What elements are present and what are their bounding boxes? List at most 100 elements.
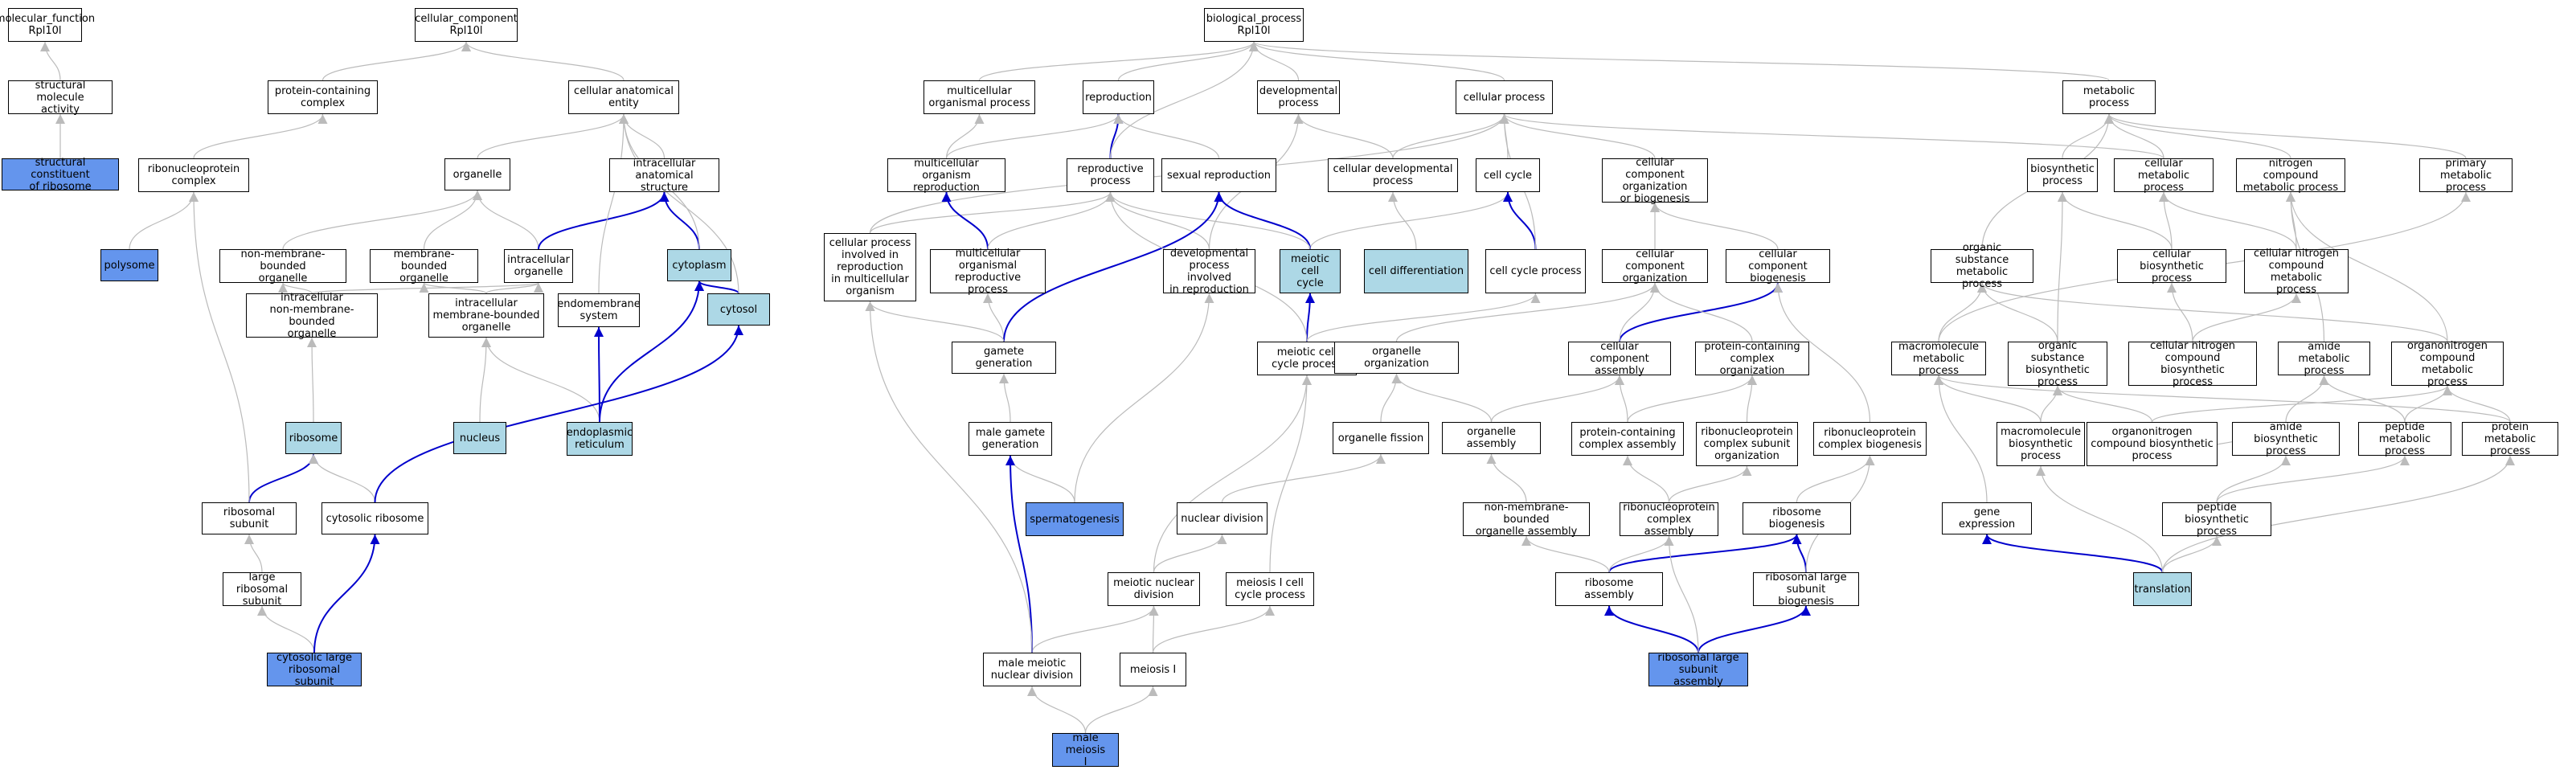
edge-rnpca-to-rnpcso (1668, 465, 1752, 503)
edge-rlsa-to-ribasm (1604, 605, 1699, 653)
go-node-cncmp: cellular nitrogen compound metabolic pro… (2244, 248, 2349, 296)
go-node-mm1: male meiosis I (1052, 732, 1119, 768)
edge-spermato-to-mgg (1005, 455, 1075, 503)
go-node-mmnd: male meiotic nuclear division (983, 653, 1081, 686)
go-node-ribosome: ribosome (285, 422, 342, 454)
edge-celldev-to-cellproc (1392, 113, 1509, 159)
go-node-intorg: intracellular organelle (504, 249, 573, 283)
go-node-sexrep: sexual reproduction (1161, 158, 1276, 192)
edge-imbo-to-mbo (419, 282, 487, 294)
go-node-devproc: developmental process (1257, 80, 1340, 114)
go-node-celldev: cellular developmental process (1328, 158, 1458, 192)
go-node-cellmet: cellular metabolic process (2114, 158, 2214, 194)
go-node-protmp: protein metabolic process (2462, 421, 2558, 457)
edge-orgfis-to-orgorg (1380, 373, 1402, 423)
edge-oncmp-to-ncmp (2286, 191, 2448, 342)
edge-lrs-to-ribsub (244, 534, 263, 573)
go-node-cellproc: cellular process (1456, 80, 1553, 114)
go-node-nmboa: non-membrane-bounded organelle assembly (1463, 502, 1590, 538)
go-node-repro: reproduction (1083, 80, 1154, 114)
edge-gamgen-to-sexrep (1003, 191, 1224, 342)
edge-spermato-to-dpir (1074, 293, 1214, 503)
go-node-endomem: endomembrane system (557, 293, 641, 327)
go-node-morp: multicellular organismal reproductive pr… (930, 248, 1046, 296)
edge-mei1-to-mi1ccp (1152, 605, 1275, 653)
go-node-mop: multicellular organismal process (924, 80, 1035, 114)
edge-imbo-to-intorg (485, 282, 543, 294)
edge-pbp-to-abp (2216, 455, 2291, 503)
go-node-inmbo: intracellular non-membrane-bounded organ… (246, 292, 378, 340)
go-node-pcca: protein-containing complex assembly (1571, 422, 1684, 456)
edge-inmbo-to-nmbo (278, 282, 313, 294)
go-node-ccproc: cell cycle process (1485, 249, 1586, 293)
edge-mbo-to-organelle (423, 190, 482, 250)
edge-cytosol-to-cae (619, 113, 739, 294)
edge-organelle-to-cae (477, 113, 629, 159)
edge-cncmp-to-cellmet (2159, 191, 2297, 250)
go-node-imbo: intracellular membrane-bounded organelle (428, 293, 544, 338)
edge-sexrep-to-repro (1113, 113, 1220, 159)
edge-cellmet-to-metproc (2104, 113, 2164, 159)
edge-cncbp-to-cncmp (2192, 293, 2301, 342)
edge-ribasm-to-ribbio (1608, 534, 1802, 573)
edge-morp-to-mcorgrep (941, 191, 989, 250)
edge-pcca-to-pcco (1627, 375, 1757, 423)
edge-mccp-to-meicc (1304, 293, 1315, 342)
edge-pcco-to-cco (1650, 282, 1753, 342)
go-node-abp: amide biosynthetic process (2232, 421, 2340, 457)
edge-dpir-to-repproc (1105, 191, 1210, 250)
edge-endomem-to-cae (598, 113, 629, 294)
edge-pmp-to-oncmp (2404, 385, 2452, 423)
edge-rlsa-to-rlsb (1698, 605, 1811, 653)
edge-transl-to-protmp (2161, 455, 2515, 573)
go-node-rnpca: ribonucleoprotein complex assembly (1620, 502, 1718, 538)
go-node-primet: primary metabolic process (2419, 158, 2513, 194)
go-node-ccb: cellular component biogenesis (1726, 248, 1830, 285)
go-node-polysome: polysome (100, 249, 158, 281)
edge-mccp-to-ccproc (1306, 293, 1541, 342)
edge-orgasm-to-cca (1490, 375, 1624, 423)
edge-rlsa-to-rnpca (1664, 535, 1699, 653)
go-node-cca: cellular component assembly (1568, 341, 1671, 377)
edge-er-to-cytoplasm (599, 281, 704, 423)
edge-oncbp-to-osbp (2053, 385, 2153, 423)
go-node-rnpcx: ribonucleoprotein complex (138, 158, 249, 192)
edge-biosyn-to-metproc (2062, 113, 2114, 159)
go-node-nmbo: non-membrane-bounded organelle (219, 248, 346, 285)
edge-cellmet-to-cellproc (1499, 113, 2164, 159)
edge-intorg-to-organelle (473, 190, 539, 250)
edge-rnpcb-to-ccb (1773, 282, 1871, 423)
go-node-spermato: spermatogenesis (1026, 502, 1124, 536)
edge-transl-to-geneexp (1982, 534, 2164, 573)
edge-protmp-to-oncmp (2443, 385, 2511, 423)
edge-orgorg-to-cco (1395, 282, 1660, 342)
edge-ccproc-to-cellcycle (1503, 191, 1537, 250)
edge-gamgen-to-morp (983, 293, 1005, 342)
go-node-celldiff: cell differentiation (1364, 249, 1468, 293)
edge-smolact-to-mf_root (40, 41, 61, 81)
go-node-clrs: cytosolic large ribosomal subunit (267, 652, 362, 688)
go-node-lrs: large ribosomal subunit (223, 571, 301, 608)
go-node-rnpcb: ribonucleoprotein complex biogenesis (1813, 422, 1927, 456)
go-node-orgfis: organelle fission (1333, 422, 1429, 454)
edge-cbsp-to-biosyn (2058, 191, 2173, 250)
edge-mmp-to-osmp (1938, 282, 1987, 342)
edge-mm1-to-mei1 (1084, 686, 1158, 734)
go-node-pcco: protein-containing complex organization (1695, 341, 1809, 377)
edge-pcca-to-cca (1615, 375, 1628, 423)
go-node-amp: amide metabolic process (2278, 341, 2370, 377)
go-node-cytosol: cytosol (707, 293, 770, 326)
edge-morp-to-repproc (987, 191, 1116, 250)
edge-mmnd-to-mnd (1031, 605, 1159, 653)
edge-ribasm-to-rnpca (1608, 535, 1674, 573)
go-node-repproc: reproductive process (1067, 158, 1154, 192)
go-node-rlsa: ribosomal large subunit assembly (1648, 652, 1748, 688)
edge-celldev-to-devproc (1293, 113, 1394, 159)
edge-er-to-endomem (594, 326, 604, 423)
edge-cae-to-cc_root (461, 41, 625, 81)
edge-cytosol-to-cytoplasm (694, 281, 739, 294)
go-node-biosyn: biosynthetic process (2027, 158, 2098, 192)
edge-clrs-to-cytrib (313, 534, 380, 653)
go-node-ncmp: nitrogen compound metabolic process (2236, 158, 2345, 194)
